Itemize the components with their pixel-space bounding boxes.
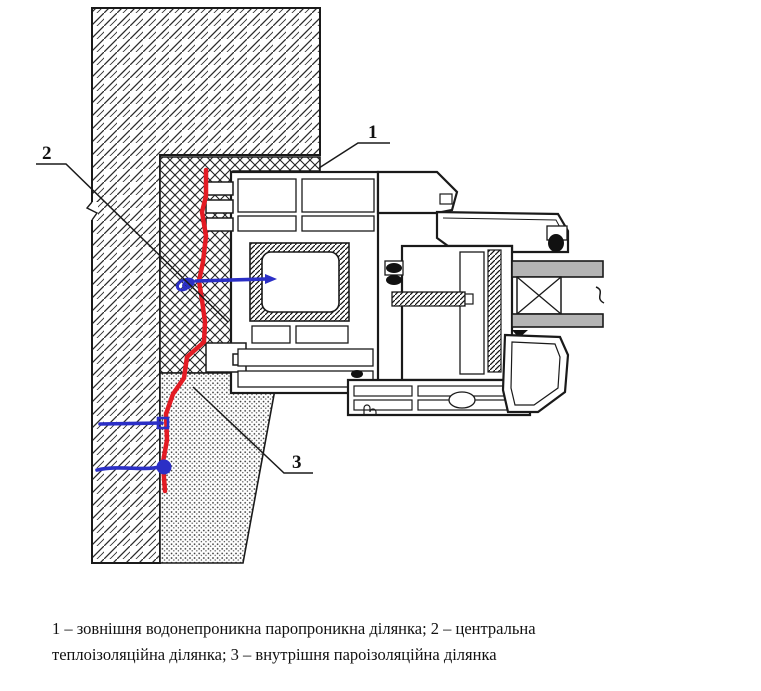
break-symbol-gap: [84, 202, 98, 220]
break-symbol-icon: [595, 286, 605, 304]
steel-reinforcement-hatch: [391, 291, 466, 307]
figure-caption: 1 – зовнішня водонепроникна паропроникна…: [52, 616, 712, 668]
callout-3-label: 3: [292, 452, 302, 473]
annotation-square-marker: [156, 416, 170, 430]
fixing-bracket: [205, 342, 247, 373]
glazing-bead: [501, 333, 570, 414]
caption-line-2: теплоізоляційна ділянка; 3 – внутрішня п…: [52, 645, 497, 664]
glazing-unit: [501, 225, 605, 414]
annotation-arrows: [95, 274, 277, 475]
frame-anchor-tab: [205, 217, 234, 232]
glazing-gasket: [512, 330, 528, 338]
arrowhead-icon: [265, 274, 277, 284]
rubber-seal: [386, 275, 402, 285]
window-joint-diagram: 1 2 3: [36, 7, 605, 564]
callout-3-leader: [192, 386, 313, 474]
vapour-barrier-zone: [159, 372, 279, 564]
annotation-arrow: [98, 421, 164, 426]
glazing-gasket: [548, 234, 564, 252]
frame-anchor-tab: [205, 199, 234, 214]
callout-1-label: 1: [368, 122, 378, 143]
annotation-arrow: [95, 465, 162, 472]
annotation-dot-marker: [156, 459, 172, 475]
sealant-line: [160, 167, 209, 494]
callout-2-leader: [36, 163, 229, 323]
annotation-arrow: [194, 277, 268, 283]
callout-1-leader: [318, 142, 390, 169]
frame-anchor-tab: [205, 181, 234, 196]
glass-pane: [511, 260, 604, 278]
callout-2-label: 2: [42, 143, 52, 164]
glass-pane: [511, 313, 604, 328]
rubber-seal: [351, 370, 363, 378]
rubber-seal: [386, 263, 402, 273]
break-symbol-icon: [85, 201, 99, 221]
steel-reinforcement-hatch: [487, 249, 502, 373]
callouts: 1 2 3: [36, 122, 390, 474]
caption-line-1: 1 – зовнішня водонепроникна паропроникна…: [52, 619, 536, 638]
sash-profile: [346, 210, 570, 417]
